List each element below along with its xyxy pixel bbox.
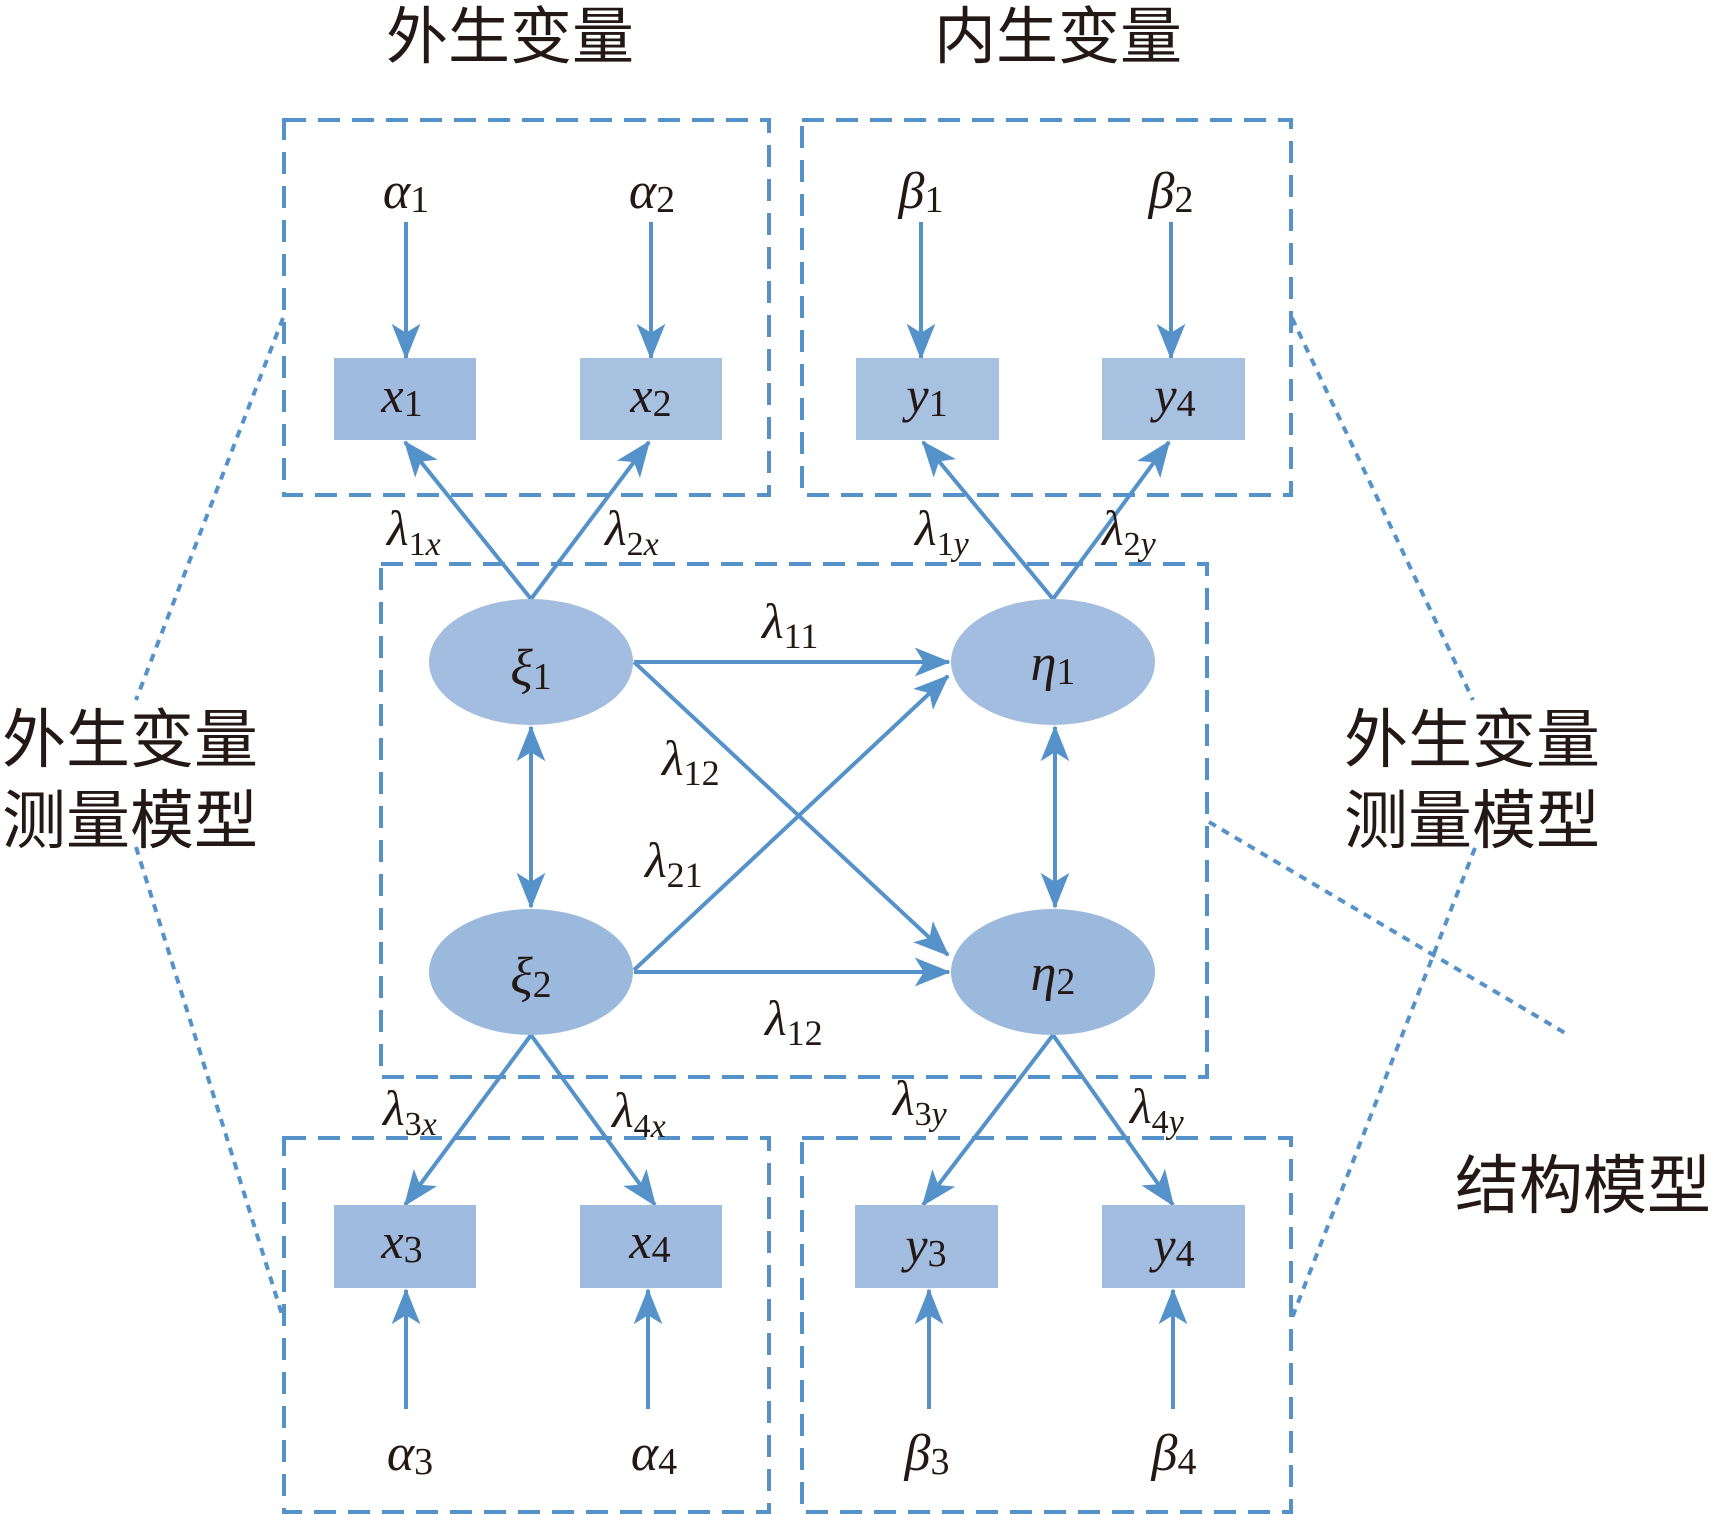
label-b4: β4 <box>1151 1425 1197 1483</box>
label-x1: x1 <box>380 367 422 425</box>
title-endogenous: 内生变量 <box>934 0 1182 73</box>
title-exogenous: 外生变量 <box>386 0 634 73</box>
label-xi2: ξ2 <box>510 948 551 1006</box>
label-eta2: η2 <box>1031 945 1076 1003</box>
arrow-xi1-x1 <box>403 440 533 601</box>
label-x2: x2 <box>629 367 671 425</box>
observed-nodes <box>334 358 1245 1288</box>
latent-labels: ξ1 ξ2 η1 η2 <box>510 635 1075 1006</box>
observed-labels: x1 x2 y1 y4 x3 x4 y3 y4 <box>380 367 1195 1275</box>
label-y2: y4 <box>1149 367 1195 425</box>
arrow-xi1-eta2 <box>632 660 950 957</box>
path-labels: λ1x λ2x λ1y λ2y λ3x λ4x λ3y λ4y λ11 λ12 … <box>381 500 1185 1145</box>
left-label-line2: 测量模型 <box>2 785 258 859</box>
label-x3: x3 <box>380 1213 422 1271</box>
label-x4: x4 <box>628 1213 670 1271</box>
left-label-line1: 外生变量 <box>2 704 258 778</box>
label-b1: β1 <box>898 163 944 221</box>
label-l4x: λ4x <box>610 1082 666 1145</box>
connector-right-top <box>1290 317 1475 701</box>
connector-left-top <box>134 317 285 701</box>
node-y2 <box>1102 358 1245 440</box>
label-l21: λ21 <box>643 832 703 895</box>
connector-right-bottom <box>1290 847 1477 1319</box>
label-l2y: λ2y <box>1100 500 1157 563</box>
structural-arrows <box>516 647 1070 987</box>
connector-left-bottom <box>134 846 285 1319</box>
label-eta1: η1 <box>1031 635 1076 693</box>
label-y1: y1 <box>901 367 947 425</box>
latent-nodes <box>429 599 1155 1035</box>
node-xi2 <box>429 909 633 1035</box>
right-label-line1: 外生变量 <box>1344 704 1600 778</box>
arrow-eta2-y3 <box>921 1033 1055 1207</box>
arrow-xi1-x2 <box>529 440 651 601</box>
label-l12-bottom: λ12 <box>763 990 823 1053</box>
label-l3x: λ3x <box>381 1080 437 1143</box>
node-x2 <box>580 358 722 440</box>
label-a2: α2 <box>629 163 675 221</box>
loading-arrows <box>403 440 1175 1207</box>
box-exogenous-top <box>282 118 771 497</box>
right-label-line2: 测量模型 <box>1344 785 1600 859</box>
node-x4 <box>580 1205 722 1288</box>
box-endogenous-top <box>800 118 1293 497</box>
node-eta2 <box>951 909 1155 1035</box>
arrow-eta1-y2 <box>1051 440 1171 601</box>
side-labels: 外生变量 测量模型 外生变量 测量模型 结构模型 <box>2 704 1711 1224</box>
label-l3y: λ3y <box>891 1070 948 1133</box>
box-endogenous-bottom <box>800 1136 1293 1514</box>
label-b3: β3 <box>904 1425 950 1483</box>
structural-model-label: 结构模型 <box>1455 1150 1711 1224</box>
box-exogenous-bottom <box>282 1136 771 1514</box>
label-l4y: λ4y <box>1128 1078 1185 1141</box>
arrow-xi2-x4 <box>529 1033 657 1207</box>
label-b2: β2 <box>1148 163 1194 221</box>
label-y3: y3 <box>900 1217 946 1275</box>
label-a1: α1 <box>383 163 429 221</box>
arrow-eta2-y4 <box>1051 1033 1175 1207</box>
group-boxes <box>282 118 1293 1514</box>
label-l1y: λ1y <box>913 500 970 563</box>
label-l12-cross: λ12 <box>660 730 720 793</box>
label-a4: α4 <box>631 1425 677 1483</box>
label-l2x: λ2x <box>603 500 659 563</box>
connector-lines <box>134 317 1567 1319</box>
node-y3 <box>855 1205 998 1288</box>
label-a3: α3 <box>387 1425 433 1483</box>
arrow-eta1-y1 <box>921 440 1055 601</box>
error-labels: α1 α2 β1 β2 α3 α4 β3 β4 <box>383 163 1197 1483</box>
arrow-xi2-x3 <box>403 1033 533 1207</box>
node-y4 <box>1102 1205 1245 1288</box>
arrow-xi2-eta1 <box>632 674 950 972</box>
error-arrows <box>391 222 1188 1409</box>
node-x1 <box>334 358 476 440</box>
node-eta1 <box>951 599 1155 725</box>
node-xi1 <box>429 599 633 725</box>
box-structural <box>379 562 1209 1079</box>
node-x3 <box>334 1205 476 1288</box>
label-l11: λ11 <box>760 593 818 656</box>
label-y4: y4 <box>1148 1217 1194 1275</box>
label-l1x: λ1x <box>385 500 441 563</box>
node-y1 <box>856 358 999 440</box>
label-xi1: ξ1 <box>510 640 551 698</box>
